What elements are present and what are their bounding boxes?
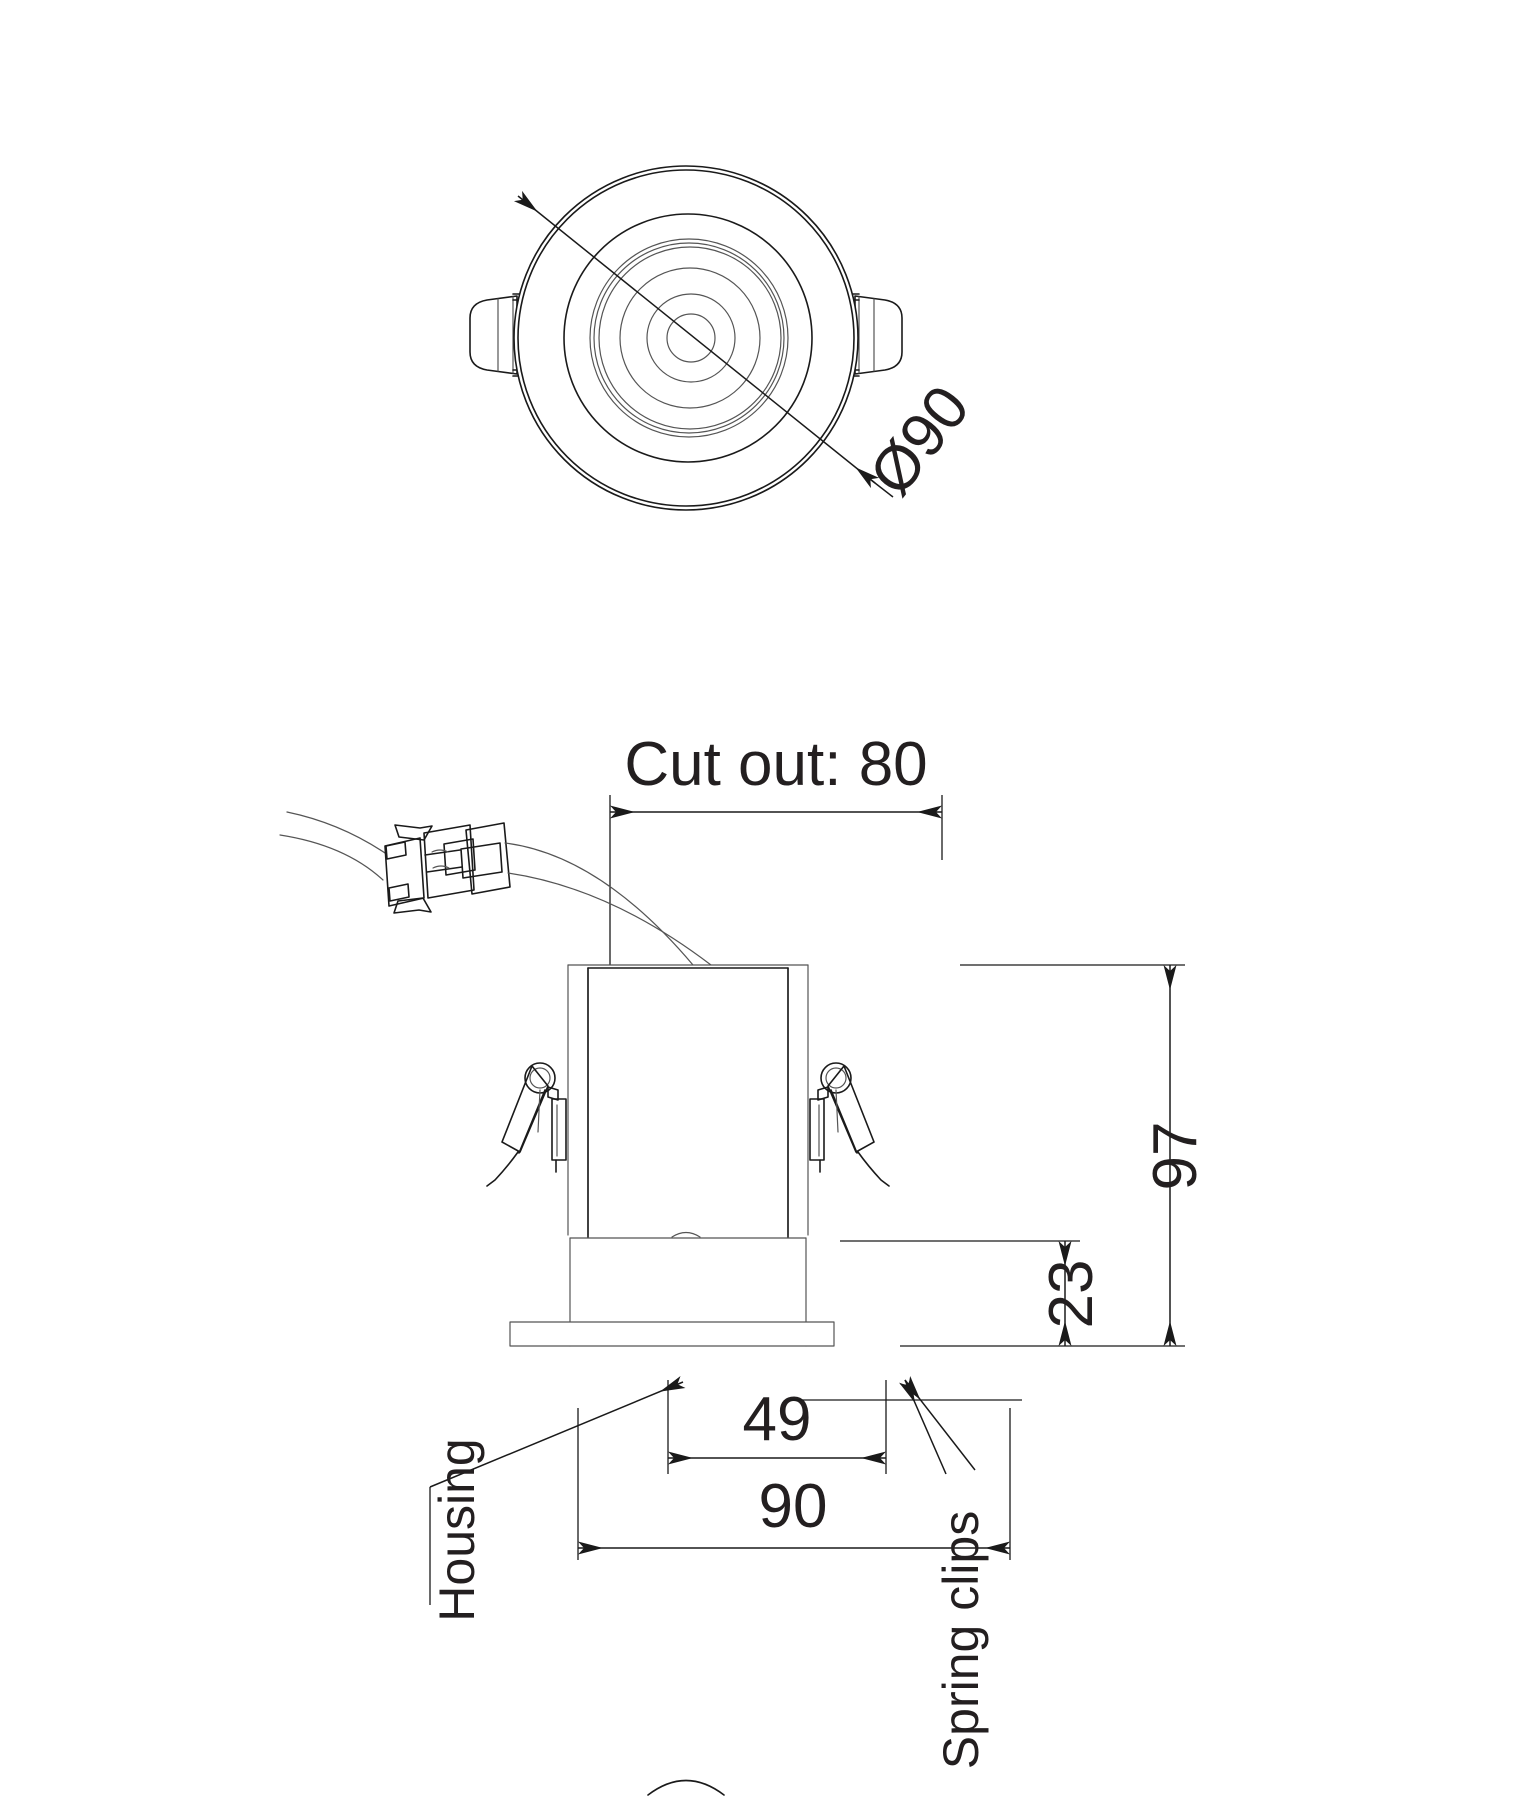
housing-leader-line bbox=[429, 1375, 686, 1488]
spring-clip-left bbox=[486, 1062, 567, 1187]
housing-center-notch bbox=[671, 1231, 701, 1238]
spring-clips-label: Spring clips bbox=[933, 1511, 989, 1769]
d49-label: 49 bbox=[743, 1385, 812, 1454]
bottom-arc bbox=[647, 1779, 725, 1796]
diameter-dimension-line bbox=[513, 190, 880, 489]
side-section-view: Cut out: 80 bbox=[279, 730, 1210, 1769]
housing-label-group: Housing bbox=[429, 1438, 485, 1621]
h23-label: 23 bbox=[1037, 1260, 1106, 1329]
h97-label-group: 97 bbox=[1141, 1122, 1210, 1191]
trim-ring-outer bbox=[514, 166, 858, 510]
spring-clip-right bbox=[809, 1062, 890, 1187]
diameter-leader bbox=[865, 475, 894, 498]
d90-label: 90 bbox=[759, 1472, 828, 1541]
h23-label-group: 23 bbox=[1037, 1260, 1106, 1329]
bottom-view-partial bbox=[647, 1779, 725, 1796]
h97-label: 97 bbox=[1141, 1122, 1210, 1191]
top-face-view: Ø90 bbox=[469, 165, 983, 511]
trim-flange bbox=[509, 1321, 835, 1347]
diameter-label: Ø90 bbox=[856, 373, 983, 508]
cutout-label: Cut out: 80 bbox=[624, 730, 927, 799]
cable-assembly bbox=[279, 811, 712, 966]
spring-clips-leader-line-b bbox=[899, 1377, 947, 1475]
diameter-label-group: Ø90 bbox=[856, 373, 983, 508]
housing-cylinder bbox=[567, 964, 809, 1239]
housing-label: Housing bbox=[429, 1438, 485, 1621]
spring-clips-label-group: Spring clips bbox=[933, 1511, 989, 1769]
spring-clips-leader-line-a bbox=[899, 1376, 976, 1471]
